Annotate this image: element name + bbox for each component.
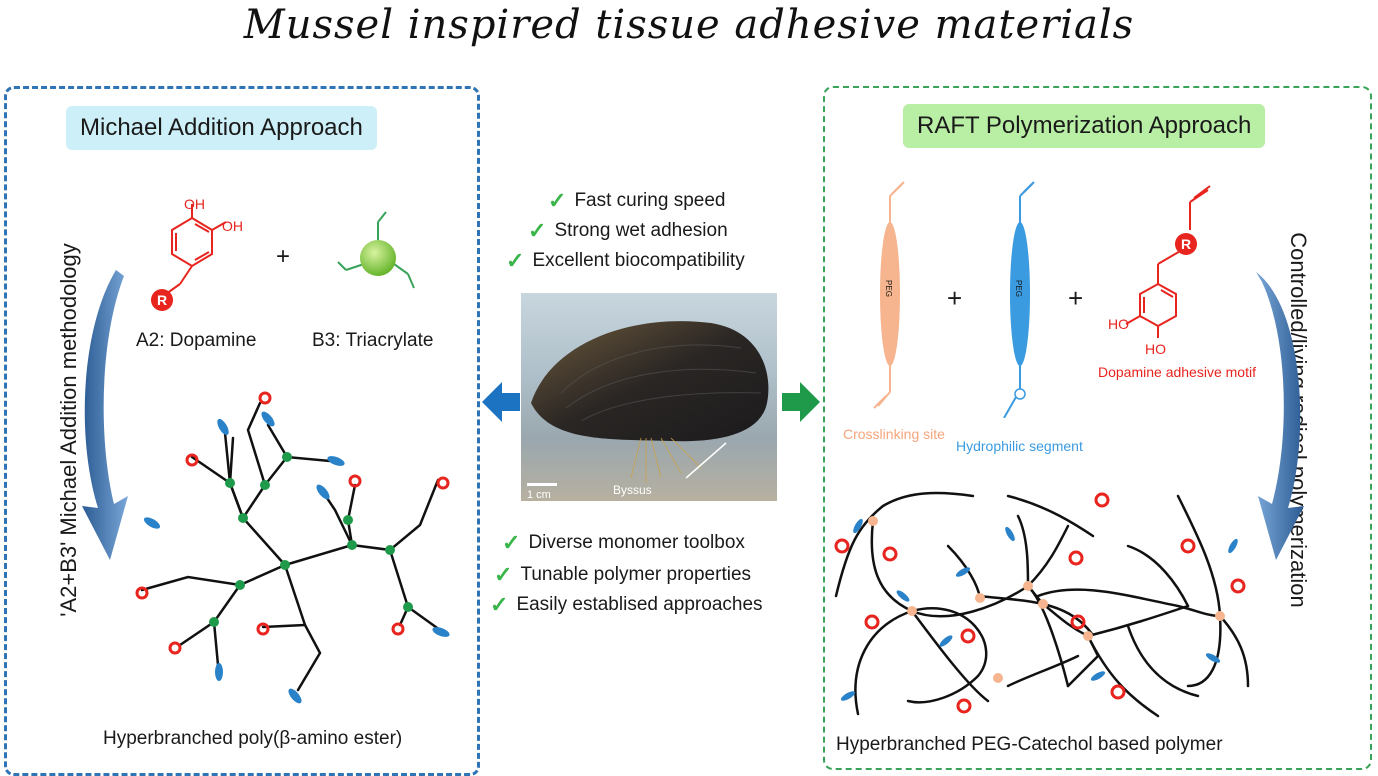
right-plus-2: + xyxy=(1068,283,1084,313)
right-curved-arrow-icon xyxy=(1256,272,1304,560)
dopamine-oh-1: OH xyxy=(184,196,205,212)
triacrylate-structure xyxy=(337,211,415,289)
dopamine-structure xyxy=(151,204,227,311)
dopamine-motif-structure xyxy=(1125,185,1211,338)
byssus-label: Byssus xyxy=(613,483,652,497)
check-icon: ✓ xyxy=(494,562,513,587)
feature-text: Easily establised approaches xyxy=(516,594,763,615)
check-icon: ✓ xyxy=(548,188,567,213)
motif-ho-2: HO xyxy=(1145,341,1166,357)
dopamine-r-label: R xyxy=(157,292,168,308)
r-group-icon-right xyxy=(1175,233,1197,255)
check-icon: ✓ xyxy=(502,530,521,555)
hyperbranched-pbae-diagram xyxy=(135,391,450,704)
hydrophilic-segment-label: Hydrophilic segment xyxy=(956,438,1083,454)
feature-wet-adhesion: ✓ Strong wet adhesion xyxy=(528,218,728,244)
feature-text: Diverse monomer toolbox xyxy=(528,532,745,553)
peg-catechol-label: Hyperbranched PEG-Catechol based polymer xyxy=(836,734,1223,755)
motif-r-label: R xyxy=(1181,236,1192,252)
crosslinking-site-label: Crosslinking site xyxy=(843,426,945,442)
scale-bar-label: 1 cm xyxy=(527,489,551,501)
motif-ho-1: HO xyxy=(1108,316,1129,332)
right-panel xyxy=(823,86,1372,770)
peg-label-1: PEG xyxy=(883,280,893,297)
mussel-shell-icon xyxy=(527,321,769,486)
pbae-label: Hyperbranched poly(β-amino ester) xyxy=(103,728,403,749)
left-plus: + xyxy=(276,243,291,270)
feature-text: Strong wet adhesion xyxy=(554,220,728,241)
b3-triacrylate-label: B3: Triacrylate xyxy=(312,330,434,351)
feature-monomer-toolbox: ✓ Diverse monomer toolbox xyxy=(502,530,745,556)
peg-label-2: PEG xyxy=(1013,280,1023,297)
r-group-icon xyxy=(151,289,173,311)
right-plus-1: + xyxy=(947,283,963,313)
feature-text: Fast curing speed xyxy=(574,190,726,211)
mussel-photo: 1 cm Byssus xyxy=(521,293,777,501)
arrow-left-icon xyxy=(482,382,520,422)
dopamine-motif-label: Dopamine adhesive motif xyxy=(1098,364,1256,380)
feature-fast-curing: ✓ Fast curing speed xyxy=(548,188,725,214)
raft-polymerization-header: RAFT Polymerization Approach xyxy=(903,104,1266,148)
michael-addition-header: Michael Addition Approach xyxy=(66,106,377,150)
arrow-right-icon xyxy=(782,382,820,422)
feature-tunable-properties: ✓ Tunable polymer properties xyxy=(494,562,751,588)
check-icon: ✓ xyxy=(490,592,509,617)
a2-dopamine-label: A2: Dopamine xyxy=(136,330,257,351)
check-icon: ✓ xyxy=(528,218,547,243)
feature-biocompatibility: ✓ Excellent biocompatibility xyxy=(506,248,745,274)
check-icon: ✓ xyxy=(506,248,525,273)
feature-easily-established: ✓ Easily establised approaches xyxy=(490,592,763,618)
peg-catechol-network-diagram xyxy=(834,491,1250,718)
left-curved-arrow-icon xyxy=(82,270,128,560)
peg-crosslinker-structure xyxy=(873,181,905,409)
feature-text: Tunable polymer properties xyxy=(520,564,752,585)
feature-text: Excellent biocompatibility xyxy=(532,250,745,271)
peg-hydrophilic-structure xyxy=(1003,181,1035,418)
main-title: Mussel inspired tissue adhesive material… xyxy=(243,2,1135,48)
dopamine-oh-2: OH xyxy=(222,218,243,234)
